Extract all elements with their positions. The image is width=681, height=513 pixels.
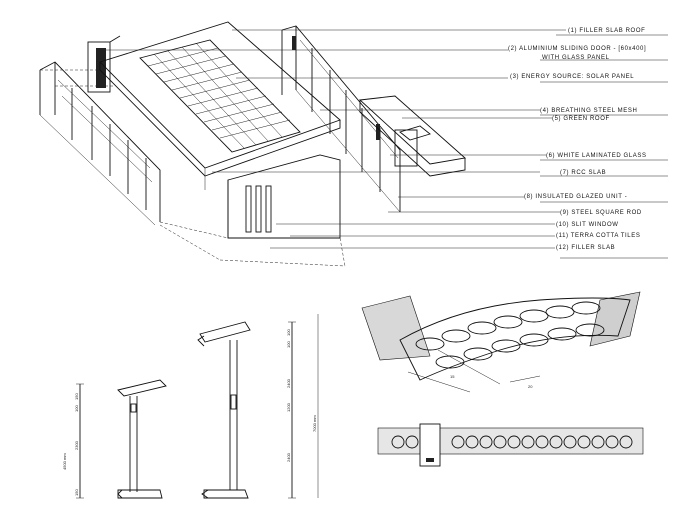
section-b-dim-1: 100	[286, 329, 291, 336]
glazed-block	[159, 154, 346, 267]
callout-rcc-slab: (7) RCC SLAB	[560, 170, 606, 176]
callout-terra-cotta-tiles: (11) TERRA COTTA TILES	[556, 233, 640, 239]
section-a: 4500 mm 150 100 2300 150	[62, 379, 167, 499]
roof-slab	[99, 21, 341, 190]
filler-dim-15: 15	[450, 374, 455, 379]
callout-filler-slab-roof: (1) FILLER SLAB ROOF	[568, 28, 645, 34]
callout-glass-panel: WITH GLASS PANEL	[542, 55, 610, 61]
section-a-dim-4: 150	[74, 489, 79, 496]
green-roof-terrace	[358, 95, 467, 177]
callout-steel-square-rod: (9) STEEL SQUARE ROD	[560, 210, 642, 216]
filler-slab-perspective: 15 20	[361, 291, 641, 393]
section-b-dim-4: 1200	[286, 402, 291, 412]
filler-slab-section	[377, 423, 644, 467]
callout-slit-window: (10) SLIT WINDOW	[556, 222, 619, 228]
callout-green-roof: (5) GREEN ROOF	[552, 116, 610, 122]
section-b: 100 100 2400 1200 2400 7000 mm	[197, 314, 319, 499]
section-b-dim-3: 2400	[286, 378, 291, 388]
isometric-building	[39, 21, 467, 267]
callout-laminated-glass: (6) WHITE LAMINATED GLASS	[546, 153, 647, 159]
left-wall-block	[87, 35, 121, 93]
section-b-total-dim: 7000 mm	[312, 415, 317, 432]
callout-aluminium-sliding-door: (2) ALUMINIUM SLIDING DOOR - [60x400]	[508, 46, 646, 52]
section-a-dim-3: 2300	[74, 440, 79, 450]
right-glass-railing	[281, 25, 401, 213]
section-a-dim-1: 150	[74, 393, 79, 400]
callout-filler-slab: (12) FILLER SLAB	[556, 245, 615, 251]
callout-leaders	[104, 29, 668, 259]
callout-insulated-glazed-unit: (8) INSULATED GLAZED UNIT -	[524, 194, 627, 200]
filler-dim-20: 20	[528, 384, 533, 389]
callout-labels: (1) FILLER SLAB ROOF (2) ALUMINIUM SLIDI…	[508, 28, 647, 251]
section-b-dim-2: 100	[286, 341, 291, 348]
left-mesh-railing	[39, 61, 161, 226]
callout-steel-mesh: (4) BREATHING STEEL MESH	[540, 108, 637, 114]
section-a-dim-2: 100	[74, 405, 79, 412]
section-a-total-dim: 4500 mm	[62, 453, 67, 470]
section-b-dim-5: 2400	[286, 452, 291, 462]
solar-panel	[139, 39, 301, 153]
callout-solar-panel: (3) ENERGY SOURCE: SOLAR PANEL	[510, 74, 634, 80]
